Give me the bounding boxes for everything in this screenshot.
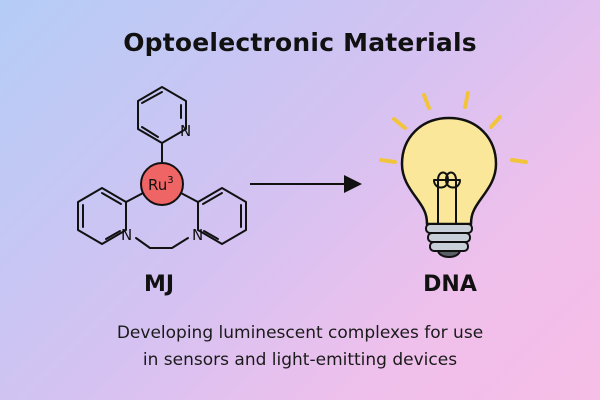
lightbulb-icon xyxy=(379,91,528,258)
molecule-structure xyxy=(77,86,247,249)
caption-line-1: Developing luminescent complexes for use xyxy=(116,323,484,343)
pyridine-ring-right xyxy=(197,187,247,245)
nitrogen-label-top: N xyxy=(180,122,191,140)
metal-superscript: 3 xyxy=(167,175,173,186)
page-title: Optoelectronic Materials xyxy=(123,28,477,57)
nitrogen-label-right: N xyxy=(192,226,203,244)
metal-label: Ru3 xyxy=(148,175,174,194)
bond-right xyxy=(178,191,199,203)
pyridine-ring-top xyxy=(137,86,187,144)
nitrogen-label-left: N xyxy=(121,226,132,244)
product-name: DNA xyxy=(423,272,477,297)
methylene-bridge xyxy=(135,237,189,249)
caption: Developing luminescent complexes for use… xyxy=(0,320,600,374)
pyridine-ring-left xyxy=(77,187,127,245)
bond-left xyxy=(125,191,146,203)
reaction-arrow xyxy=(250,175,362,193)
molecule-name: MJ xyxy=(143,272,175,297)
metal-center xyxy=(140,162,184,206)
caption-line-2: in sensors and light-emitting devices xyxy=(142,350,458,370)
light-rays xyxy=(379,91,528,164)
